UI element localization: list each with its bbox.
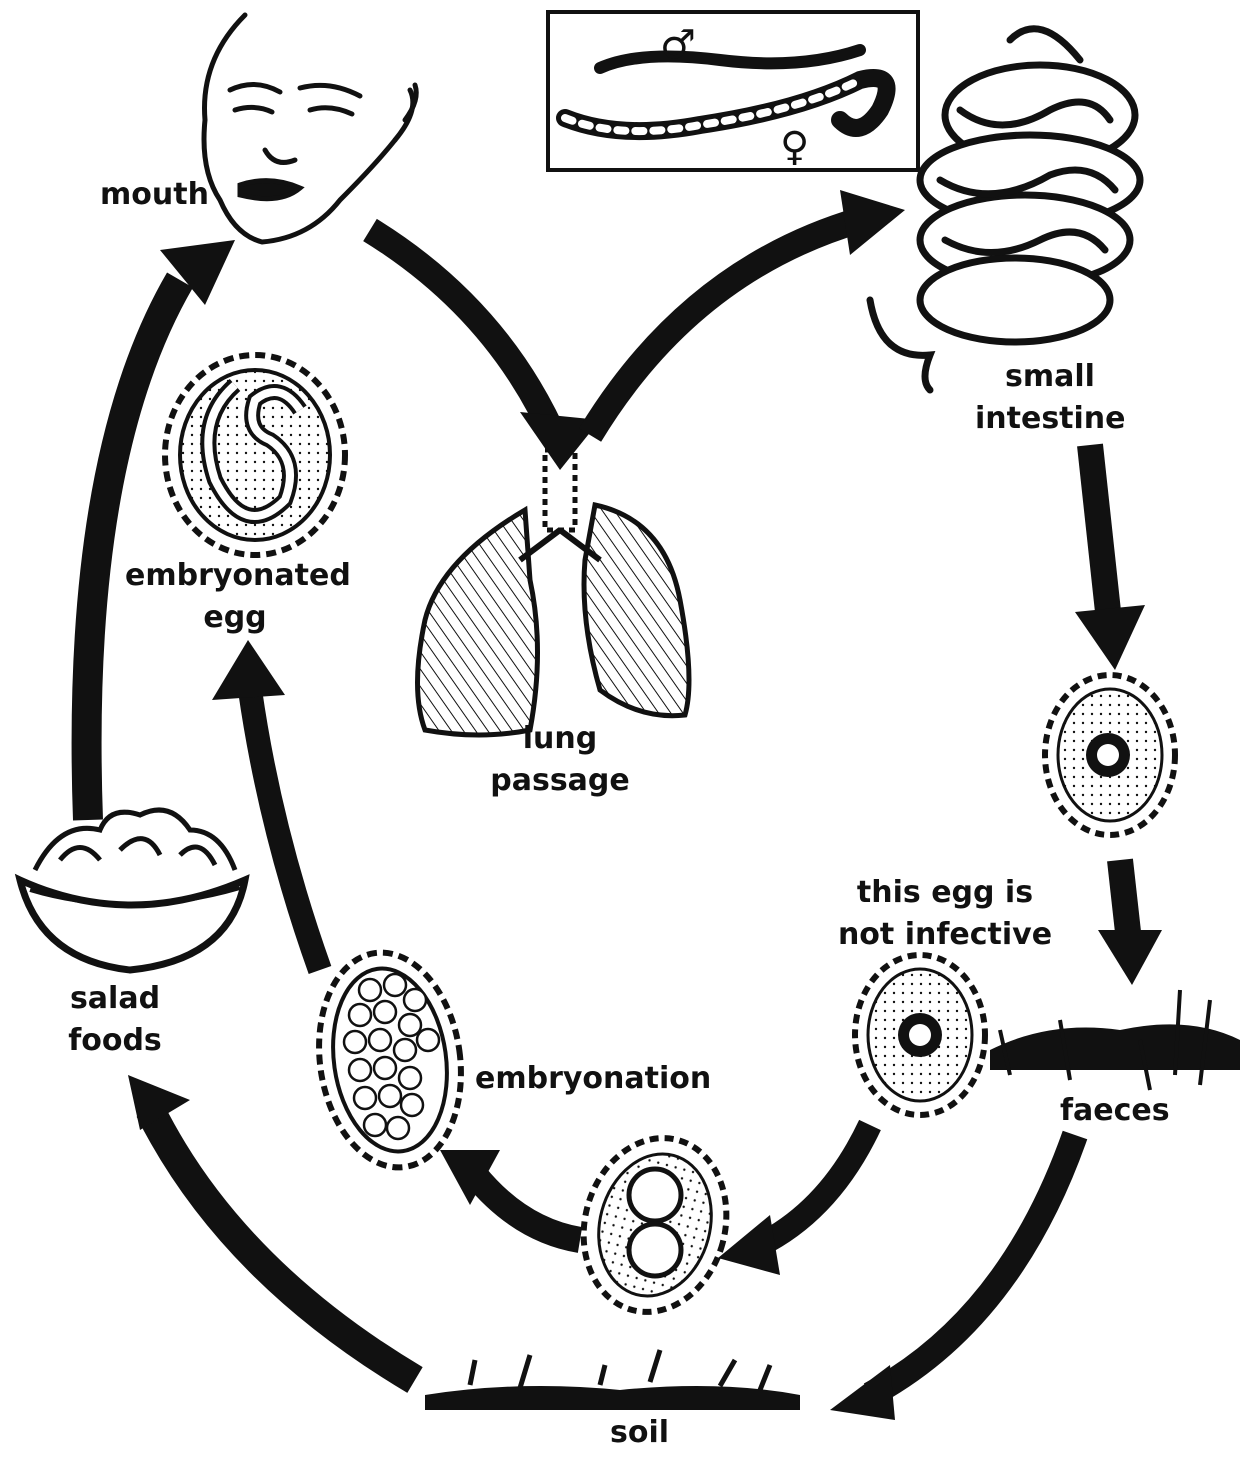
arrow-egg-to-two-cell bbox=[718, 1125, 870, 1275]
not-infective-egg-icon bbox=[855, 955, 985, 1115]
soil-icon bbox=[425, 1350, 800, 1410]
label-soil: soil bbox=[610, 1412, 669, 1454]
fertilized-egg-icon bbox=[1045, 675, 1175, 835]
salad-bowl-icon bbox=[20, 810, 245, 970]
arrow-faeces-to-soil bbox=[830, 1135, 1075, 1420]
arrow-lung-to-intestine bbox=[590, 190, 905, 435]
label-faeces: faeces bbox=[1060, 1090, 1170, 1132]
multicell-egg-icon bbox=[306, 943, 475, 1176]
arrow-two-cell-to-embryonation bbox=[440, 1150, 580, 1240]
label-not-infective: this egg is not infective bbox=[835, 872, 1055, 956]
female-symbol: ♀ bbox=[780, 124, 809, 170]
label-salad-foods-line1: salad bbox=[60, 978, 170, 1020]
label-embryonated-egg: embryonated egg bbox=[125, 555, 345, 639]
label-embryonated-egg-line1: embryonated bbox=[125, 555, 345, 597]
two-cell-egg-icon bbox=[565, 1122, 746, 1328]
label-lung-passage-line1: lung bbox=[490, 718, 630, 760]
label-not-infective-line1: this egg is bbox=[835, 872, 1055, 914]
lungs-icon bbox=[418, 450, 690, 735]
label-lung-passage: lung passage bbox=[490, 718, 630, 802]
faeces-icon bbox=[990, 990, 1240, 1090]
worm-pair-icon: ♂ ♀ bbox=[548, 12, 918, 170]
label-lung-passage-line2: passage bbox=[490, 760, 630, 802]
label-embryonated-egg-line2: egg bbox=[125, 597, 345, 639]
label-small-intestine: small intestine bbox=[975, 356, 1125, 440]
label-small-intestine-line1: small bbox=[975, 356, 1125, 398]
child-face-icon bbox=[204, 15, 416, 242]
label-mouth: mouth bbox=[100, 174, 209, 216]
label-not-infective-line2: not infective bbox=[835, 914, 1055, 956]
embryonated-egg-icon bbox=[165, 355, 345, 555]
arrow-egg-to-faeces bbox=[1098, 860, 1162, 985]
label-salad-foods: salad foods bbox=[60, 978, 170, 1062]
label-embryonation: embryonation bbox=[475, 1058, 711, 1100]
arrow-mouth-to-lung bbox=[370, 230, 600, 470]
label-small-intestine-line2: intestine bbox=[975, 398, 1125, 440]
male-symbol: ♂ bbox=[660, 22, 696, 68]
label-salad-foods-line2: foods bbox=[60, 1020, 170, 1062]
arrow-intestine-to-egg bbox=[1075, 445, 1145, 670]
